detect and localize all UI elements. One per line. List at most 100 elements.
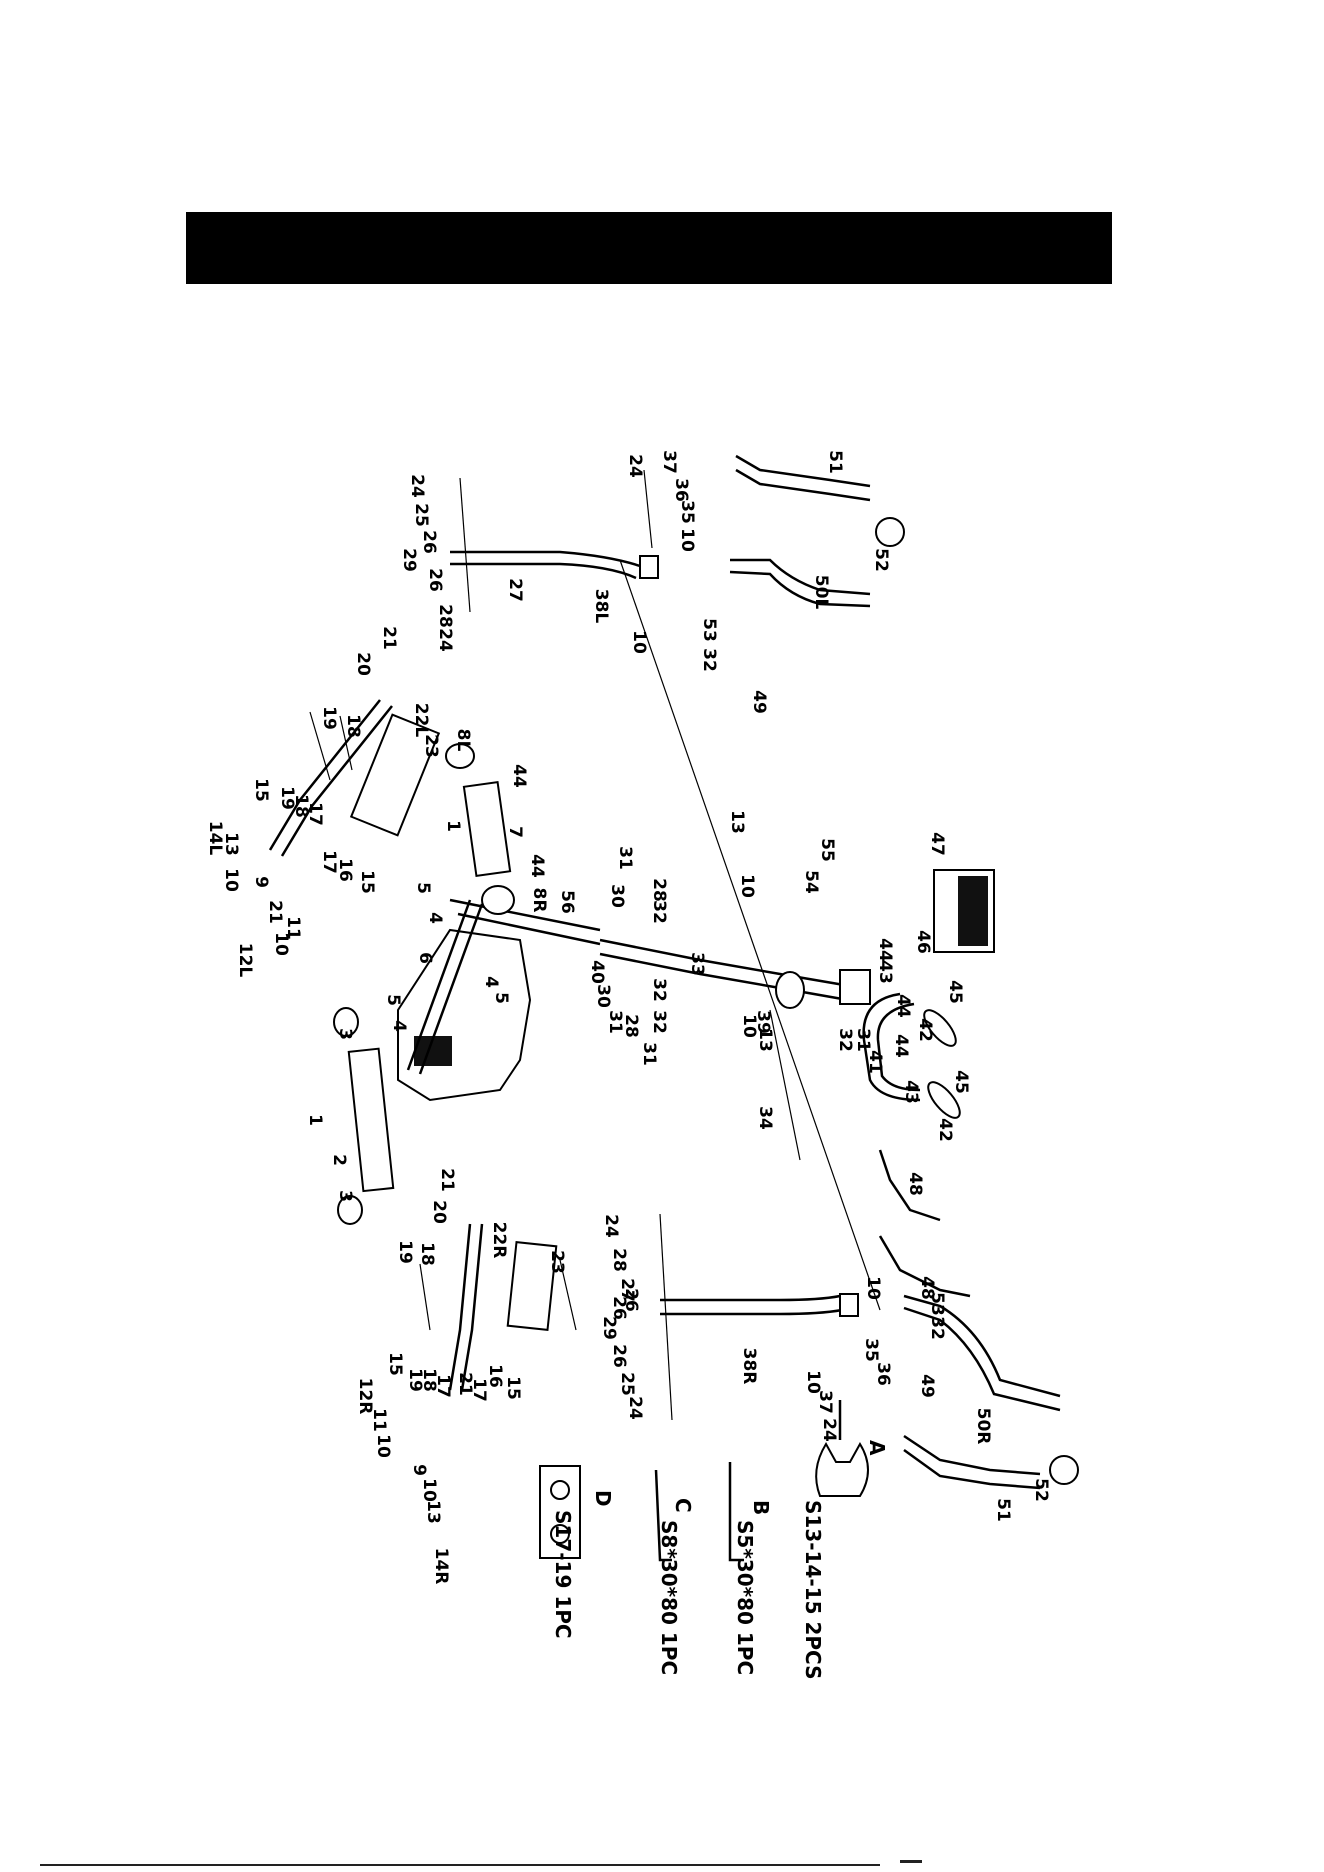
part-label-31: 31 <box>615 846 635 870</box>
part-label-24: 24 <box>601 1214 621 1238</box>
part-label-40: 40 <box>587 960 607 984</box>
pedal-assembly-right <box>419 1223 577 1391</box>
part-label-26: 26 <box>621 1288 641 1312</box>
part-label-21: 21 <box>379 626 399 650</box>
part-label-10: 10 <box>677 528 697 552</box>
part-label-44: 44 <box>891 1034 911 1058</box>
part-label-16: 16 <box>485 1364 505 1388</box>
part-label-13: 13 <box>727 810 747 834</box>
part-label-51: 51 <box>825 450 845 474</box>
part-label-25: 25 <box>411 503 431 527</box>
part-label-29: 29 <box>599 1316 619 1340</box>
part-label-16: 16 <box>335 858 355 882</box>
part-label-36: 36 <box>671 478 691 502</box>
part-label-49: 49 <box>917 1374 937 1398</box>
wrench-A-icon <box>815 1442 869 1497</box>
footer-rule <box>40 1864 880 1866</box>
allen-key-C-icon <box>654 1469 672 1562</box>
part-label-28: 28 <box>621 1014 641 1038</box>
part-label-43: 43 <box>875 960 895 984</box>
part-label-10: 10 <box>739 1014 759 1038</box>
part-label-17: 17 <box>305 802 325 826</box>
part-label-32: 32 <box>835 1028 855 1052</box>
part-label-15: 15 <box>503 1376 523 1400</box>
part-label-37: 37 <box>815 1390 835 1414</box>
part-label-35: 35 <box>861 1338 881 1362</box>
part-label-3: 3 <box>335 1190 355 1202</box>
part-label-45: 45 <box>951 1070 971 1094</box>
part-label-10: 10 <box>271 932 291 956</box>
part-label-39: 39 <box>753 1010 773 1034</box>
part-label-35: 35 <box>677 500 697 524</box>
part-label-5: 5 <box>383 994 403 1006</box>
part-label-38R: 38R <box>739 1348 759 1385</box>
spanner-D-icon <box>539 1465 581 1559</box>
part-label-50R: 50R <box>973 1408 993 1445</box>
allen-key-B-icon <box>728 1462 744 1562</box>
part-label-29: 29 <box>399 548 419 572</box>
part-label-19: 19 <box>277 786 297 810</box>
part-label-21: 21 <box>437 1168 457 1192</box>
part-label-48: 48 <box>905 1172 925 1196</box>
tool-label-5: S8*30*80 1PC <box>657 1520 681 1675</box>
part-label-18: 18 <box>291 794 311 818</box>
part-label-7: 7 <box>505 826 525 838</box>
part-label-15: 15 <box>385 1352 405 1376</box>
stabilizer-38L <box>450 469 659 613</box>
footer-tick <box>900 1860 922 1863</box>
part-label-26: 26 <box>609 1296 629 1320</box>
part-label-10: 10 <box>419 1478 439 1502</box>
part-label-30: 30 <box>593 984 613 1008</box>
part-label-21: 21 <box>265 900 285 924</box>
part-label-24: 24 <box>625 454 645 478</box>
part-label-28: 28 <box>609 1248 629 1272</box>
part-label-30: 30 <box>607 884 627 908</box>
part-label-44: 44 <box>509 764 529 788</box>
tool-icons <box>539 1400 869 1562</box>
part-label-48: 48 <box>917 1276 937 1300</box>
part-label-45: 45 <box>945 980 965 1004</box>
part-label-13: 13 <box>221 832 241 856</box>
part-label-13: 13 <box>423 1500 443 1524</box>
stabilizer-38R <box>659 1213 859 1421</box>
part-label-49: 49 <box>749 690 769 714</box>
part-label-5: 5 <box>413 882 433 894</box>
part-label-43: 43 <box>901 1080 921 1104</box>
part-label-20: 20 <box>429 1200 449 1224</box>
part-label-24: 24 <box>625 1396 645 1420</box>
part-label-20: 20 <box>353 652 373 676</box>
tool-label-1: S13-14-15 2PCS <box>801 1500 825 1680</box>
part-label-1: 1 <box>443 820 463 832</box>
part-label-32: 32 <box>699 648 719 672</box>
part-label-24: 24 <box>407 474 427 498</box>
part-label-32: 32 <box>649 978 669 1002</box>
part-label-6: 6 <box>415 952 435 964</box>
part-label-24: 24 <box>435 628 455 652</box>
part-label-34: 34 <box>755 1106 775 1130</box>
part-label-38L: 38L <box>591 589 611 624</box>
tool-label-2: B <box>749 1500 773 1515</box>
part-label-10: 10 <box>221 868 241 892</box>
part-label-31: 31 <box>853 1028 873 1052</box>
part-label-47: 47 <box>927 832 947 856</box>
part-label-32: 32 <box>649 900 669 924</box>
part-label-8L: 8L <box>453 729 473 752</box>
part-label-17: 17 <box>433 1374 453 1398</box>
part-label-50L: 50L <box>811 575 831 610</box>
part-label-31: 31 <box>605 1010 625 1034</box>
part-label-53: 53 <box>927 1292 947 1316</box>
part-label-53: 53 <box>699 618 719 642</box>
part-label-3: 3 <box>335 1028 355 1040</box>
part-label-32: 32 <box>927 1316 947 1340</box>
part-label-18: 18 <box>417 1242 437 1266</box>
part-label-25: 25 <box>617 1372 637 1396</box>
part-label-10: 10 <box>373 1434 393 1458</box>
part-label-26: 26 <box>609 1344 629 1368</box>
part-label-55: 55 <box>817 838 837 862</box>
part-label-15: 15 <box>251 778 271 802</box>
part-label-10: 10 <box>737 874 757 898</box>
part-label-17: 17 <box>319 850 339 874</box>
header-bar <box>186 212 1112 284</box>
